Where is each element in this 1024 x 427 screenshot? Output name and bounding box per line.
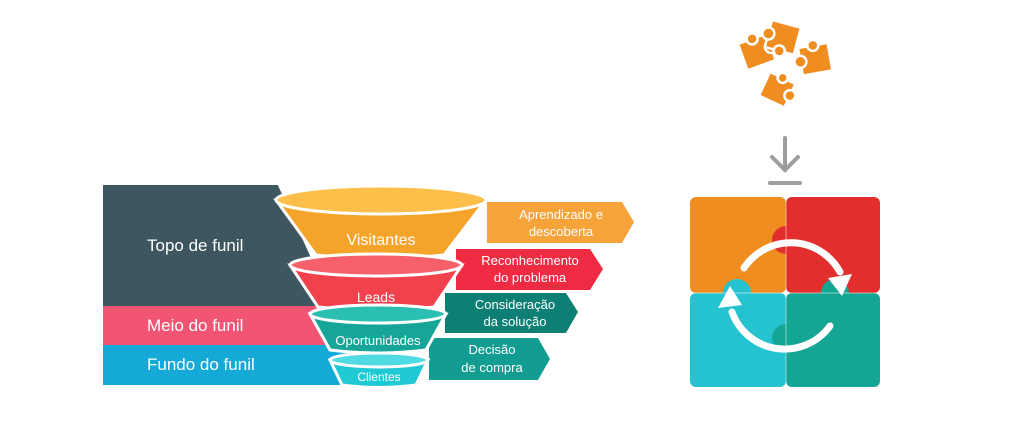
cycle-arrows-icon	[718, 239, 852, 353]
puzzle-piece-cyan	[690, 293, 786, 387]
puzzle-piece-orange	[690, 197, 786, 293]
step-2-line1: Reconhecimento	[481, 253, 579, 268]
step-arrow-1: Aprendizado e descoberta	[487, 202, 634, 243]
puzzle-piece-teal	[786, 293, 880, 387]
funnel-label-leads: Leads	[357, 289, 395, 305]
funnel-label-oportunidades: Oportunidades	[335, 333, 421, 348]
step-4-line1: Decisão	[469, 342, 516, 357]
stage-label-fundo: Fundo do funil	[147, 355, 255, 374]
puzzle-piece-red	[786, 197, 880, 293]
assembled-puzzle	[690, 197, 880, 387]
funnel-label-clientes: Clientes	[357, 370, 400, 384]
funnel-visitantes: Visitantes	[273, 184, 490, 260]
stage-label-topo: Topo de funil	[147, 235, 244, 255]
funnel-oportunidades: Oportunidades	[307, 303, 449, 355]
step-arrow-2: Reconhecimento do problema	[456, 249, 603, 290]
step-3-line2: da solução	[484, 314, 547, 329]
stage-band-fundo: Fundo do funil	[103, 345, 351, 385]
puzzle-pieces-icon	[736, 18, 834, 110]
funnel-leads: Leads	[287, 252, 465, 312]
step-2-line2: do problema	[494, 270, 567, 285]
step-3-line1: Consideração	[475, 297, 555, 312]
down-arrow-icon	[768, 136, 802, 185]
stage-band-meio: Meio do funil	[103, 306, 343, 345]
step-1-line2: descoberta	[529, 224, 594, 239]
funnel-label-visitantes: Visitantes	[346, 232, 415, 249]
step-1-line1: Aprendizado e	[519, 207, 603, 222]
step-4-line2: de compra	[461, 360, 523, 375]
stage-label-meio: Meio do funil	[147, 315, 244, 335]
step-arrow-3: Consideração da solução	[445, 293, 578, 333]
funnel-clientes: Clientes	[327, 351, 431, 389]
step-arrow-4: Decisão de compra	[429, 338, 550, 380]
